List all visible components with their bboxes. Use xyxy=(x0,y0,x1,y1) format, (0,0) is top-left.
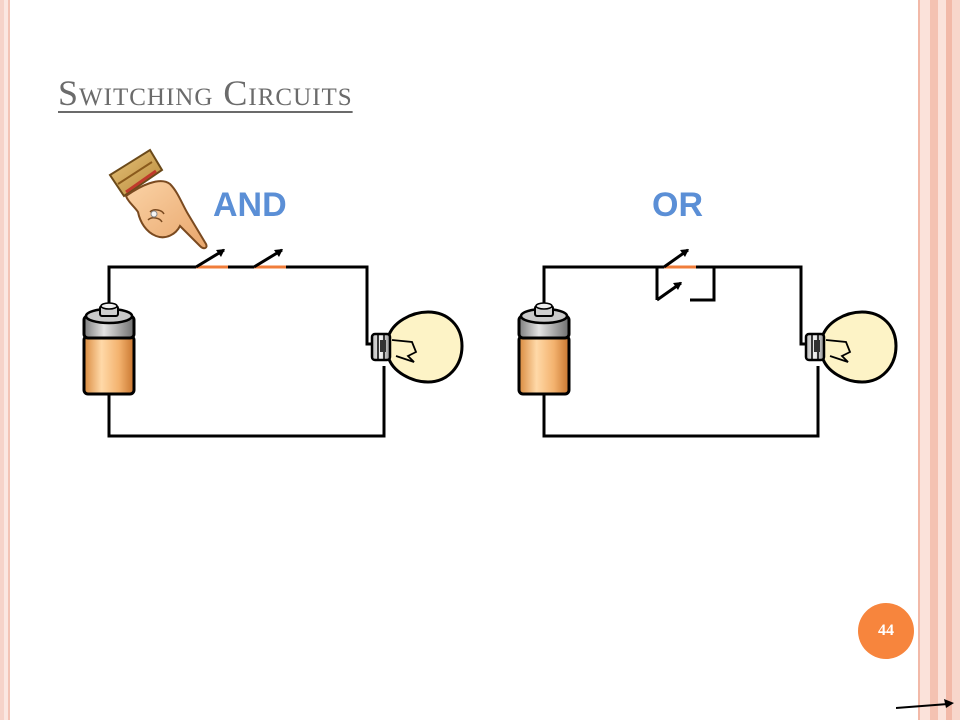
or-wires xyxy=(542,265,820,438)
and-wires xyxy=(107,265,386,438)
right-border-decoration xyxy=(916,0,960,720)
light-bulb-icon xyxy=(804,310,898,384)
or-switch-lower[interactable] xyxy=(656,281,682,302)
or-circuit xyxy=(517,248,898,438)
next-arrow-icon[interactable] xyxy=(896,698,956,714)
battery-icon xyxy=(82,302,136,396)
and-switch-2[interactable] xyxy=(253,248,286,269)
and-switch-1[interactable] xyxy=(195,248,228,269)
slide-title: Switching Circuits xyxy=(58,73,353,113)
and-circuit xyxy=(82,148,464,438)
page-number-badge: 44 xyxy=(858,603,914,659)
page-number: 44 xyxy=(878,622,894,639)
battery-icon xyxy=(517,302,571,396)
pointing-hand-icon xyxy=(108,148,208,250)
or-label: OR xyxy=(652,186,703,224)
or-switch-upper[interactable] xyxy=(663,248,696,269)
light-bulb-icon xyxy=(370,310,464,384)
left-border-decoration xyxy=(0,0,12,720)
and-label: AND xyxy=(213,186,287,224)
